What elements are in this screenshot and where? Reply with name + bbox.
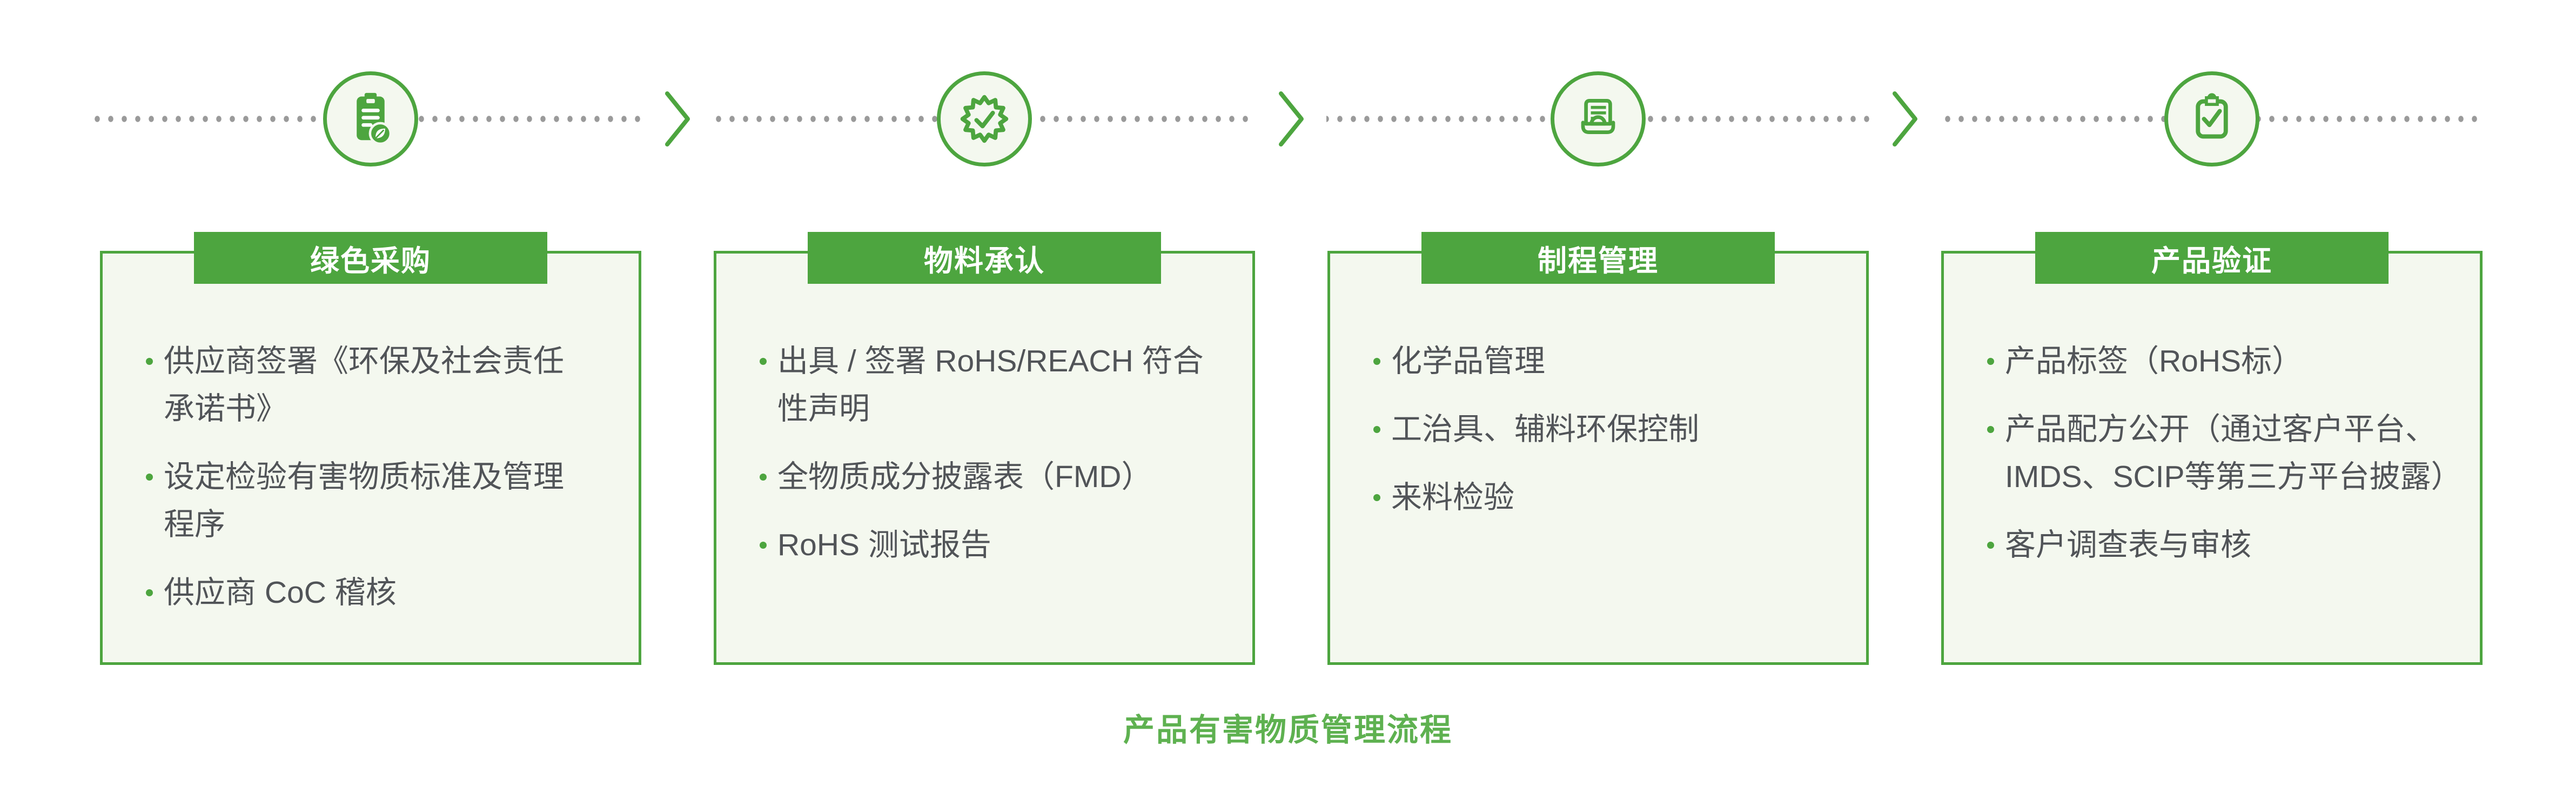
list-item-text: 供应商签署《环保及社会责任 承诺书》 xyxy=(164,337,609,432)
bullet-dot-icon xyxy=(146,474,153,481)
item-line: 承诺书》 xyxy=(164,391,287,426)
list-item: 设定检验有害物质标准及管理 程序 xyxy=(146,453,609,548)
item-line: 全物质成分披露表（FMD） xyxy=(777,460,1152,494)
bullet-dot-icon xyxy=(1987,542,1994,549)
stage-item-list: 产品标签（RoHS标） 产品配方公开（通过客户平台、 IMDS、SCIP等第三方… xyxy=(1944,254,2480,569)
item-line: 工治具、辅料环保控制 xyxy=(1391,412,1699,447)
document-output-icon xyxy=(1568,89,1628,149)
item-line: 程序 xyxy=(164,507,225,542)
stage-item-list: 供应商签署《环保及社会责任 承诺书》 设定检验有害物质标准及管理 程序 供应商 … xyxy=(103,254,639,616)
list-item: 出具 / 签署 RoHS/REACH 符合 性声明 xyxy=(760,337,1223,432)
bullet-dot-icon xyxy=(146,589,153,596)
list-item-text: 产品配方公开（通过客户平台、 IMDS、SCIP等第三方平台披露） xyxy=(2005,405,2462,501)
flow-arrow-icon xyxy=(1870,86,1940,151)
stage-item-list: 化学品管理 工治具、辅料环保控制 来料检验 xyxy=(1330,254,1866,521)
list-item: 客户调查表与审核 xyxy=(1987,521,2450,569)
list-item-text: 产品标签（RoHS标） xyxy=(2005,337,2450,385)
bullet-dot-icon xyxy=(1987,426,1994,433)
clipboard-leaf-icon xyxy=(340,89,401,149)
item-line: RoHS 测试报告 xyxy=(777,528,991,562)
bullet-dot-icon xyxy=(760,542,767,549)
item-line: 产品配方公开（通过客户平台、 xyxy=(2005,412,2436,447)
bullet-dot-icon xyxy=(1373,358,1380,365)
stage-card-green-procurement: 绿色采购 供应商签署《环保及社会责任 承诺书》 设定检验有害物质标准及管理 程序… xyxy=(100,232,641,665)
stage-tab-title: 绿色采购 xyxy=(194,232,547,284)
bullet-dot-icon xyxy=(146,358,153,365)
item-line: 供应商 CoC 稽核 xyxy=(164,575,397,610)
stage-item-list: 出具 / 签署 RoHS/REACH 符合 性声明 全物质成分披露表（FMD） … xyxy=(716,254,1252,569)
item-line: 性声明 xyxy=(777,391,870,426)
stage-card-process-management: 制程管理 化学品管理 工治具、辅料环保控制 来料检验 xyxy=(1327,232,1869,665)
stage-3-icon-circle xyxy=(1551,71,1646,167)
list-item-text: 全物质成分披露表（FMD） xyxy=(777,453,1223,501)
stage-card-material-approval: 物料承认 出具 / 签署 RoHS/REACH 符合 性声明 全物质成分披露表（… xyxy=(714,232,1255,665)
bullet-dot-icon xyxy=(1373,426,1380,433)
item-line: 来料检验 xyxy=(1391,480,1514,515)
list-item-text: 化学品管理 xyxy=(1391,337,1836,385)
bullet-dot-icon xyxy=(760,358,767,365)
diagram-caption: 产品有害物质管理流程 xyxy=(1123,713,1453,748)
item-line: 设定检验有害物质标准及管理 xyxy=(164,460,564,494)
item-line: IMDS、SCIP等第三方平台披露） xyxy=(2005,460,2462,494)
list-item-text: 来料检验 xyxy=(1391,474,1836,521)
flow-arrow-icon xyxy=(1256,86,1326,151)
list-item: 供应商 CoC 稽核 xyxy=(146,569,609,616)
list-item-text: RoHS 测试报告 xyxy=(777,521,1223,569)
certificate-seal-check-icon xyxy=(954,89,1015,149)
stage-2-icon-circle xyxy=(937,71,1032,167)
stage-1-icon-circle xyxy=(323,71,418,167)
list-item: 产品标签（RoHS标） xyxy=(1987,337,2450,385)
stage-tab-title: 制程管理 xyxy=(1421,232,1775,284)
list-item-text: 供应商 CoC 稽核 xyxy=(164,569,609,616)
list-item: 全物质成分披露表（FMD） xyxy=(760,453,1223,501)
stage-4-icon-circle xyxy=(2164,71,2259,167)
list-item: RoHS 测试报告 xyxy=(760,521,1223,569)
list-item-text: 客户调查表与审核 xyxy=(2005,521,2450,569)
stage-tab-title: 产品验证 xyxy=(2035,232,2389,284)
list-item-text: 设定检验有害物质标准及管理 程序 xyxy=(164,453,609,548)
bullet-dot-icon xyxy=(760,474,767,481)
stage-tab-title: 物料承认 xyxy=(808,232,1161,284)
list-item: 化学品管理 xyxy=(1373,337,1836,385)
list-item: 产品配方公开（通过客户平台、 IMDS、SCIP等第三方平台披露） xyxy=(1987,405,2462,501)
list-item: 工治具、辅料环保控制 xyxy=(1373,405,1836,453)
item-line: 化学品管理 xyxy=(1391,344,1545,378)
item-line: 出具 / 签署 RoHS/REACH 符合 xyxy=(777,344,1204,378)
item-line: 产品标签（RoHS标） xyxy=(2005,344,2303,378)
flow-arrow-icon xyxy=(642,86,713,151)
list-item: 来料检验 xyxy=(1373,474,1836,521)
bullet-dot-icon xyxy=(1987,358,1994,365)
list-item-text: 工治具、辅料环保控制 xyxy=(1391,405,1836,453)
list-item-text: 出具 / 签署 RoHS/REACH 符合 性声明 xyxy=(777,337,1223,432)
stage-card-product-verification: 产品验证 产品标签（RoHS标） 产品配方公开（通过客户平台、 IMDS、SCI… xyxy=(1941,232,2483,665)
item-line: 客户调查表与审核 xyxy=(2005,528,2251,562)
item-line: 供应商签署《环保及社会责任 xyxy=(164,344,564,378)
bullet-dot-icon xyxy=(1373,494,1380,501)
list-item: 供应商签署《环保及社会责任 承诺书》 xyxy=(146,337,609,432)
clipboard-check-icon xyxy=(2182,89,2242,149)
